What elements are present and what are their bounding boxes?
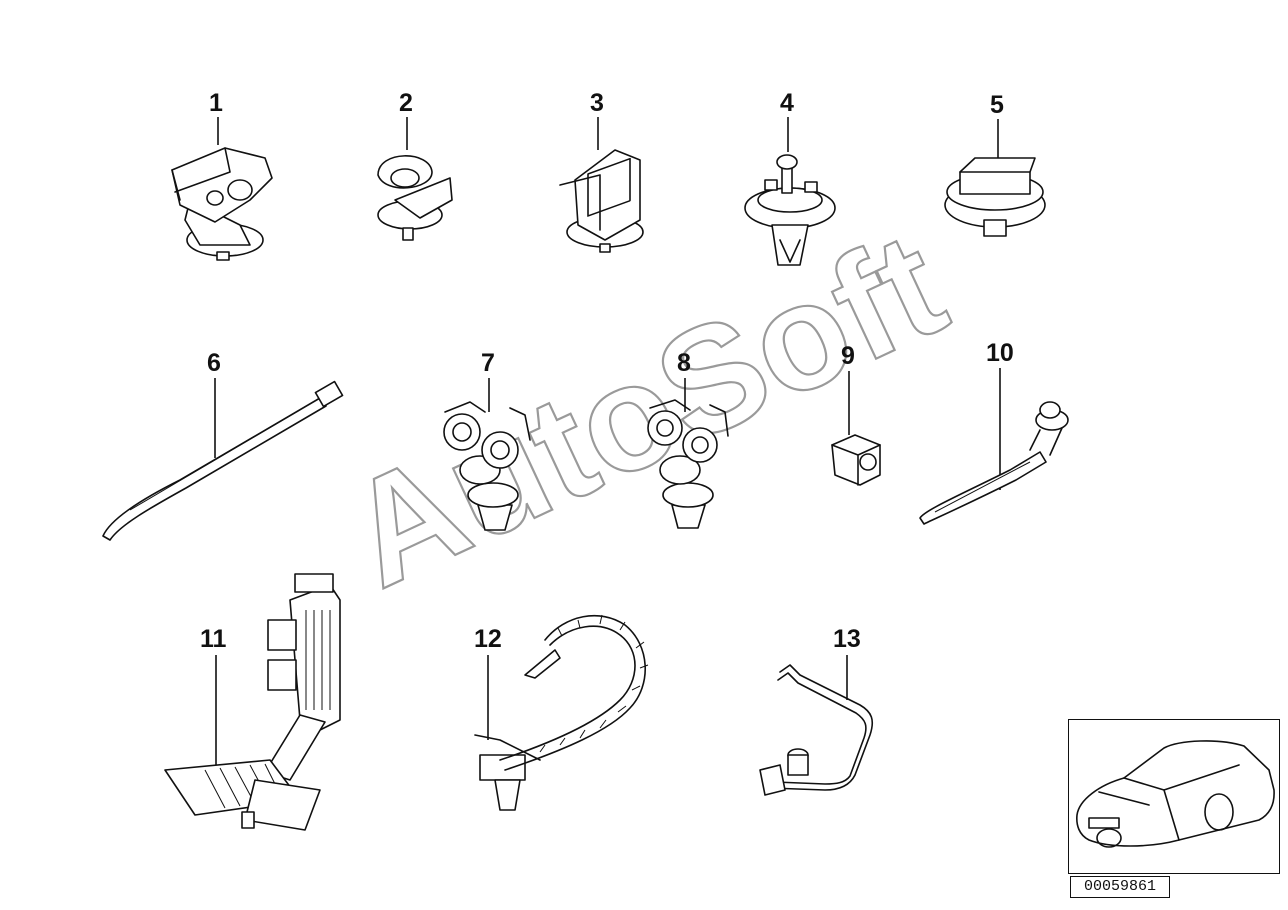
part-number-label: 2: [399, 89, 413, 117]
part-5: 5: [944, 91, 1046, 237]
part-13: 13: [759, 625, 874, 796]
part-3: 3: [559, 89, 644, 253]
part-11: 11: [164, 573, 341, 831]
part-12: 12: [474, 614, 649, 811]
drawing-number: 00059861: [1070, 876, 1170, 898]
part-1: 1: [171, 89, 273, 261]
part-number-label: 4: [780, 89, 794, 117]
part-number-label: 13: [833, 625, 861, 653]
part-number-label: 8: [677, 349, 691, 377]
part-number-label: 7: [481, 349, 495, 377]
part-number-label: 9: [841, 342, 855, 370]
part-4: 4: [744, 89, 836, 266]
part-number-label: 11: [200, 625, 227, 653]
watermark: AutoSoft: [321, 198, 968, 620]
part-number-label: 1: [209, 89, 223, 117]
watermark-text: AutoSoft: [323, 199, 968, 619]
part-number-label: 3: [590, 89, 604, 117]
part-9: 9: [831, 342, 881, 486]
part-7: 7: [443, 349, 531, 531]
part-8: 8: [647, 349, 729, 529]
part-number-label: 12: [474, 625, 502, 653]
part-number-label: 6: [207, 349, 221, 377]
car-sedan-icon: [1076, 740, 1275, 848]
part-number-label: 5: [990, 91, 1004, 119]
vehicle-thumbnail: [1068, 719, 1280, 874]
part-number-label: 10: [986, 339, 1014, 367]
part-2: 2: [377, 89, 453, 241]
part-10: 10: [919, 339, 1069, 525]
part-6: 6: [102, 349, 344, 541]
